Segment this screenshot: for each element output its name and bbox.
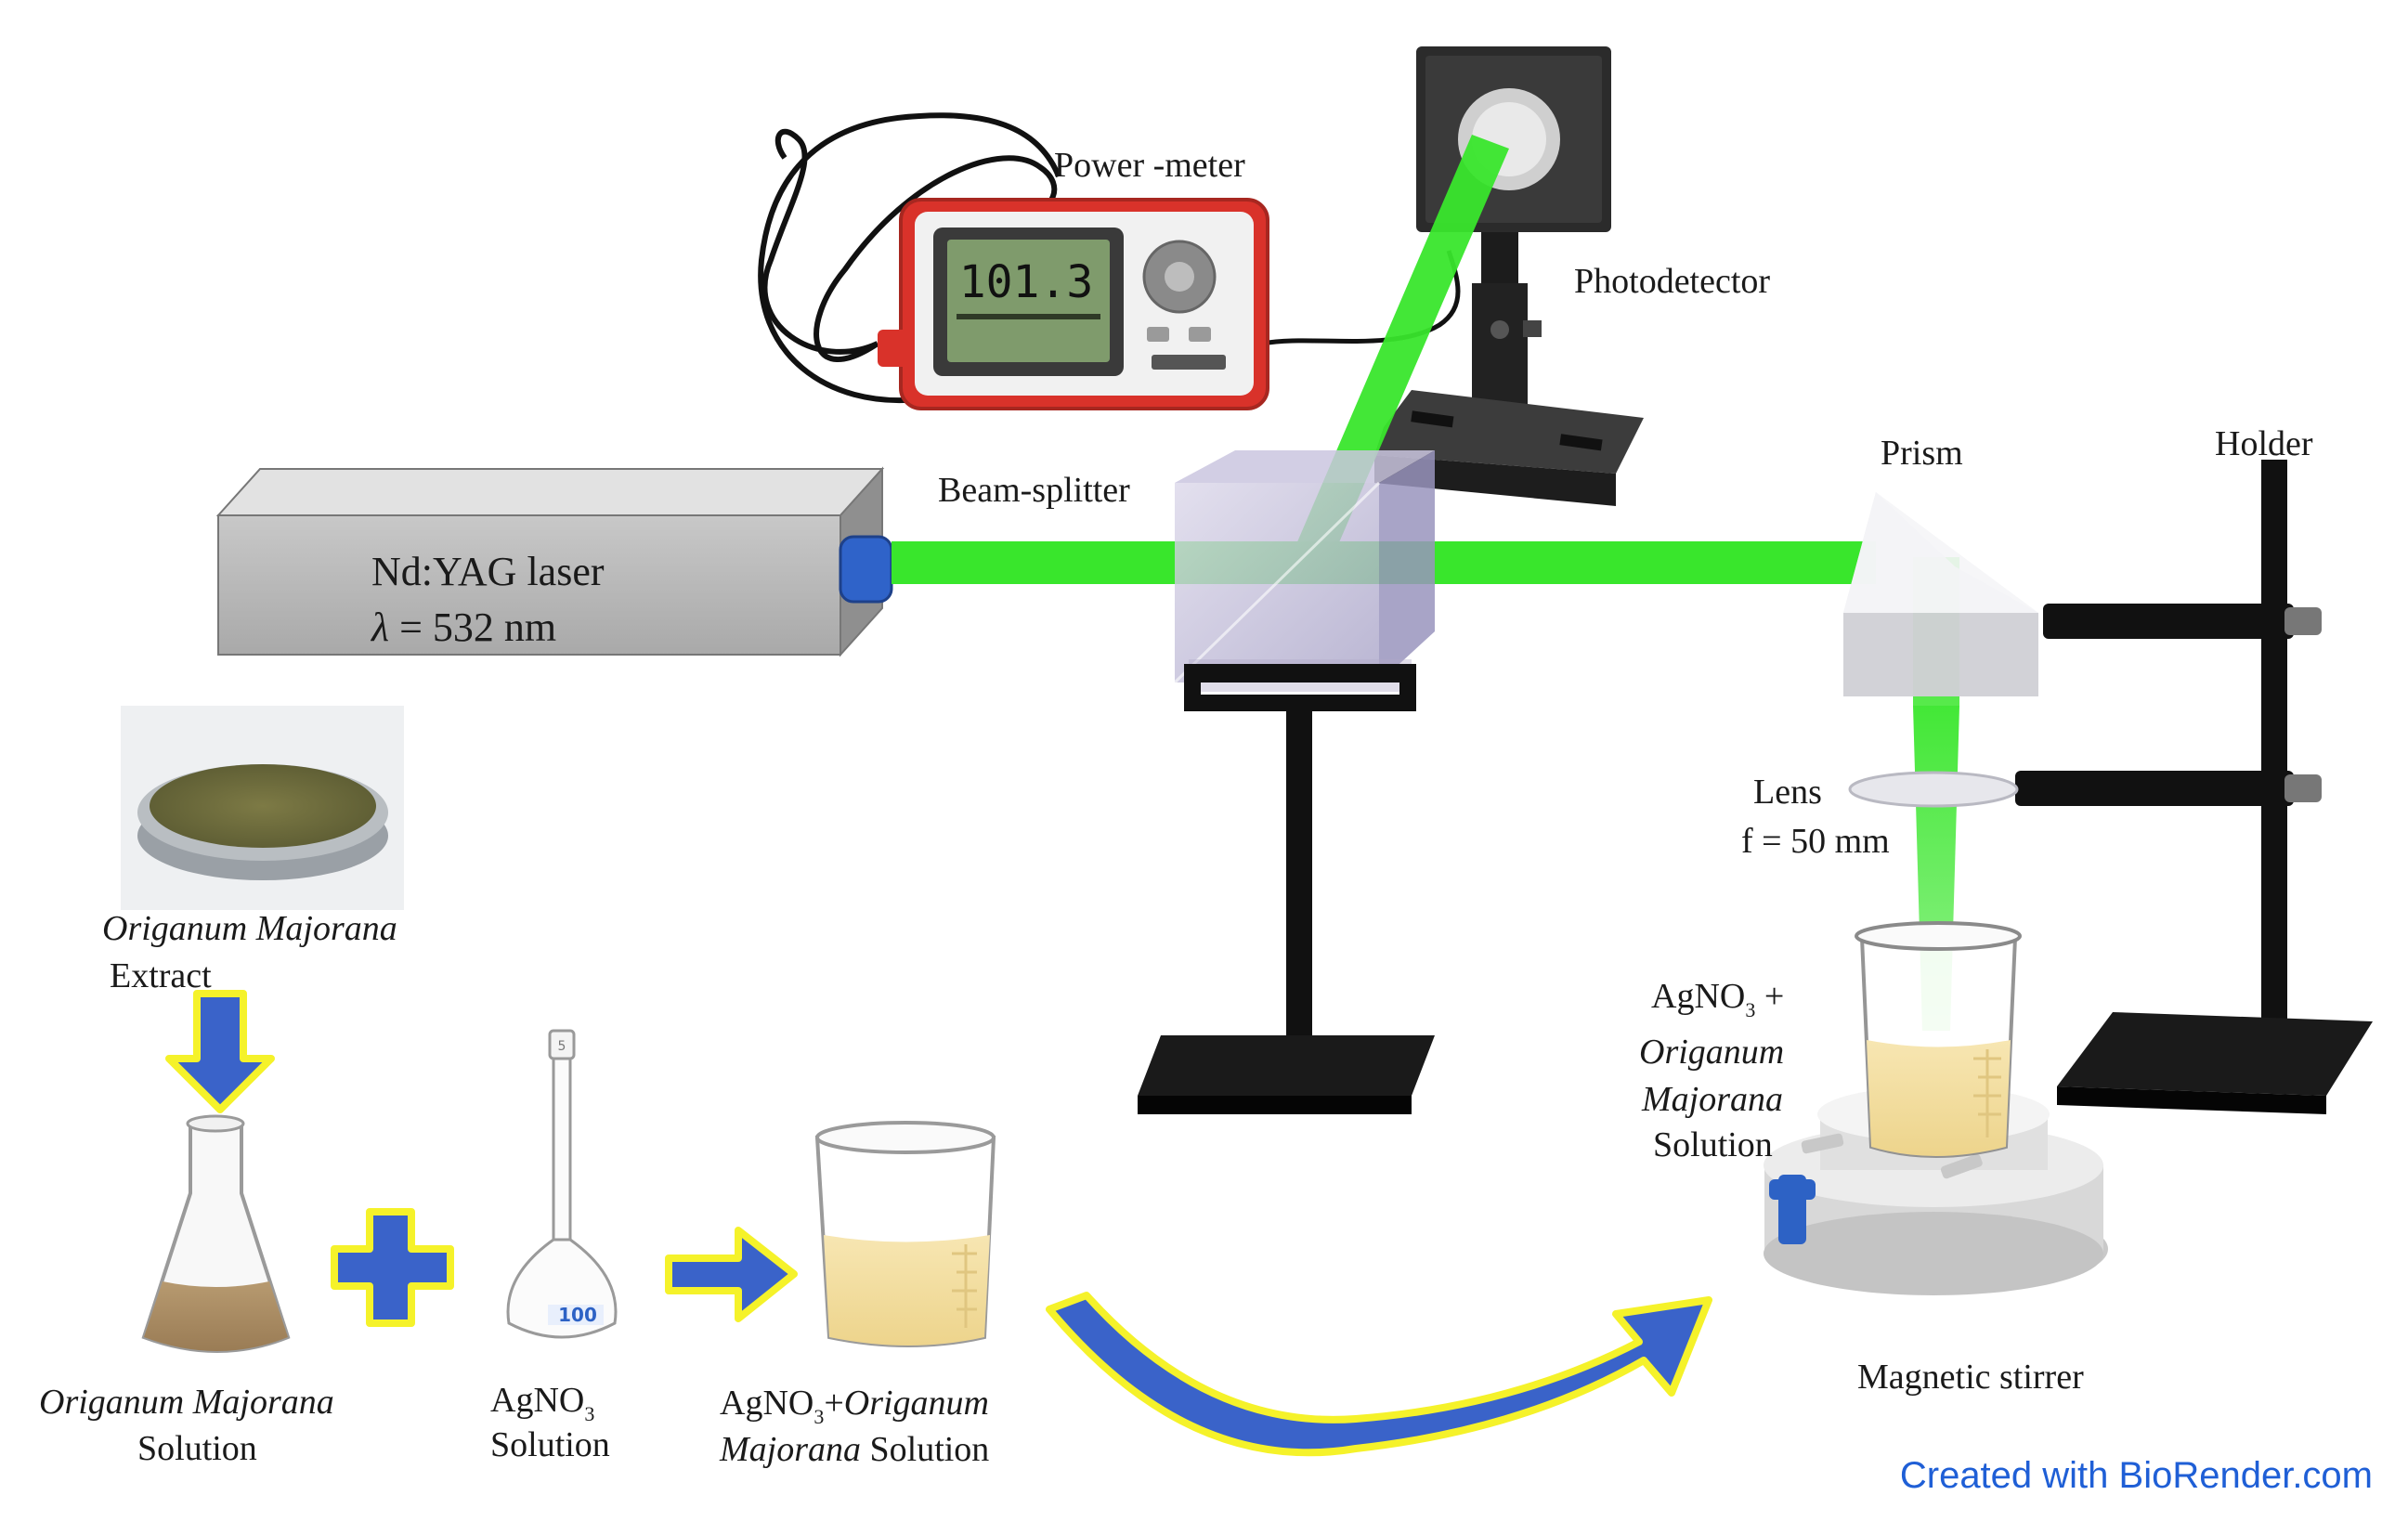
solution1-word-label: Solution (137, 1429, 257, 1468)
stirrer-solution-line4: Solution (1653, 1125, 1773, 1164)
flask-volume-marking: 100 (558, 1304, 597, 1326)
right-arrow-icon (665, 1227, 798, 1322)
extract-word-label: Extract (110, 956, 212, 995)
plus-icon (331, 1208, 454, 1327)
stirrer-solution-line2: Origanum (1639, 1033, 1784, 1072)
lens (1848, 771, 2019, 808)
mix-line1: AgNO3+Origanum (720, 1384, 989, 1428)
agno3-word-label: Solution (490, 1425, 610, 1464)
holder-label: Holder (2215, 424, 2313, 463)
mix-beaker (814, 1121, 996, 1347)
prism-label: Prism (1881, 434, 1963, 473)
laser-name-label: Nd:YAG laser (371, 549, 605, 594)
holder-stand (2015, 460, 2373, 1114)
meter-reading: 101.3 (959, 256, 1094, 308)
erlenmeyer-flask (141, 1114, 291, 1353)
power-meter-label: Power -meter (1054, 146, 1245, 185)
beam-splitter (1173, 450, 1435, 692)
laser-aperture (839, 535, 893, 604)
beam-splitter-label: Beam-splitter (938, 471, 1130, 510)
extract-photo (121, 706, 404, 910)
biorender-credit: Created with BioRender.com (1900, 1455, 2373, 1496)
prism (1843, 492, 2038, 696)
stirrer-solution-line1: AgNO3 + (1651, 977, 1784, 1021)
lens-focal-length: f = 50 mm (1741, 822, 1890, 861)
agno3-label: AgNO3 (490, 1381, 594, 1425)
solution1-name-label: Origanum Majorana (39, 1383, 334, 1422)
laser-wavelength-label: λ = 532 nm (370, 604, 556, 650)
svg-text:5: 5 (558, 1039, 566, 1054)
down-arrow-icon (165, 990, 275, 1113)
extract-name-label: Origanum Majorana (102, 909, 397, 948)
mix-line2: Majorana Solution (719, 1430, 989, 1469)
power-meter: 101.3 (758, 112, 1461, 410)
photodetector-label: Photodetector (1574, 262, 1770, 301)
stirrer-solution-line3: Majorana (1641, 1080, 1783, 1119)
beam-splitter-stand (1138, 664, 1435, 1114)
power-meter-cable (761, 128, 1058, 363)
curved-arrow-icon (1046, 1292, 1712, 1457)
magnetic-stirrer-label: Magnetic stirrer (1857, 1358, 2084, 1397)
power-meter-cable-loop (758, 112, 1061, 404)
volumetric-flask: 5 100 (506, 1029, 618, 1339)
stirrer-beaker (1855, 921, 2022, 1158)
nd-yag-laser (215, 466, 893, 657)
lens-label: Lens (1753, 773, 1822, 812)
